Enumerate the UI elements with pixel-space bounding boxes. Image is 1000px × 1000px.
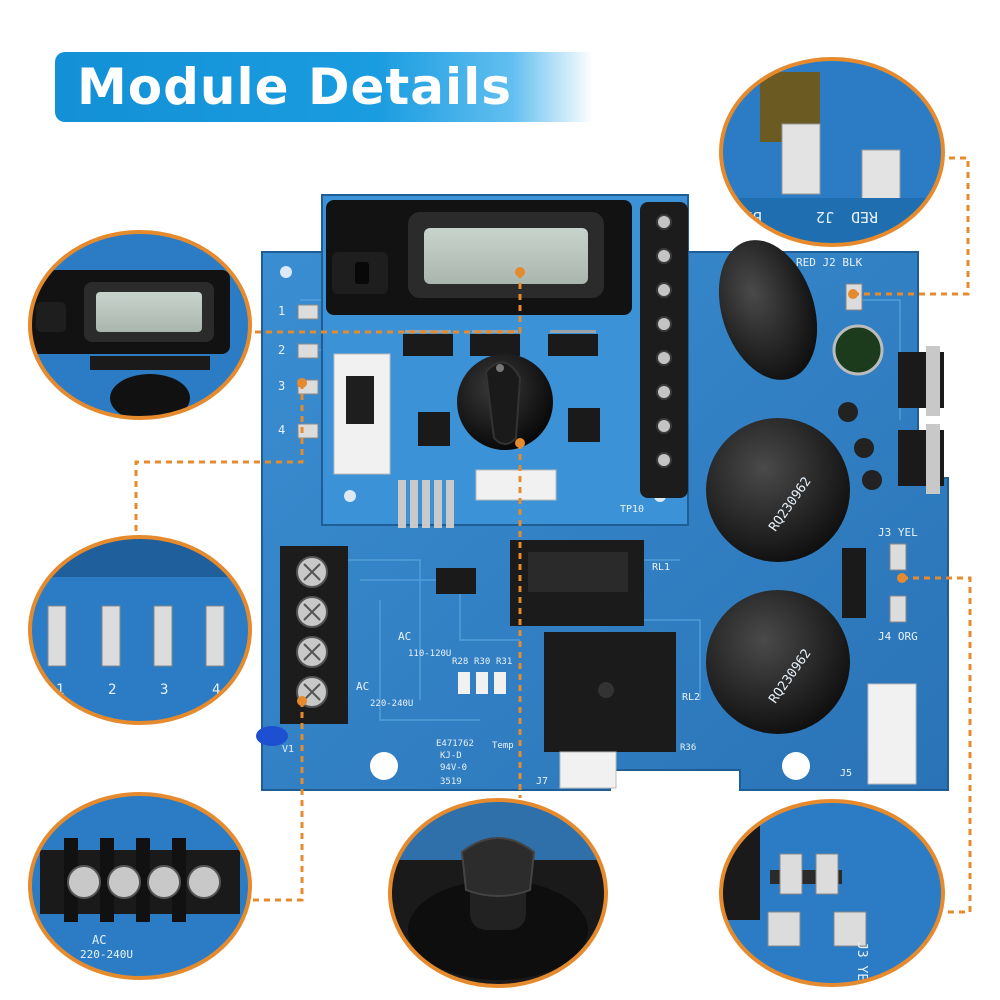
tp10-label: TP10 <box>620 504 644 515</box>
zoom-label: 2 <box>108 682 116 698</box>
mount-hole <box>782 752 810 780</box>
zoom-ac-range-label: 220-240U <box>80 948 133 961</box>
j3-label: J3 YEL <box>878 526 918 539</box>
capacitor-bottom <box>706 590 850 734</box>
zoom-label: 4 <box>212 682 220 698</box>
rl2-label: RL2 <box>682 692 700 703</box>
resistor-label: R28 <box>452 657 468 667</box>
zoom-label: J4 ORG <box>726 942 741 989</box>
temp-label: Temp <box>492 741 514 751</box>
v1-label: V1 <box>282 744 294 755</box>
ac-low-range-label: 110-120U <box>408 649 451 659</box>
terminal-number-label: 4 <box>278 423 285 437</box>
banner-title: Module Details <box>77 58 513 116</box>
cert-text: E471762 <box>436 739 474 749</box>
cert-text: KJ-D <box>440 751 462 761</box>
varistor <box>256 726 288 746</box>
small-capacitor <box>832 324 884 376</box>
r36-label: R36 <box>680 743 696 753</box>
fuse-holder <box>842 548 866 618</box>
zoom-screw-terminals: AC 220-240U <box>28 792 252 980</box>
leader-lines <box>134 156 972 914</box>
voltage-regulators <box>898 346 944 494</box>
lcd-display <box>326 200 632 315</box>
zoom-label: RED <box>851 208 878 226</box>
resistor-label: R31 <box>496 657 512 667</box>
zoom-rotary-knob <box>388 798 608 988</box>
relay-rl2 <box>544 632 676 752</box>
pin-header <box>640 202 688 498</box>
capacitor-top <box>706 418 850 562</box>
cert-text: 3519 <box>440 777 462 787</box>
j2-label: RED J2 BLK <box>796 256 863 269</box>
zoom-label: 3 <box>160 682 168 698</box>
black-oval-component <box>718 240 818 380</box>
j4-terminal <box>889 595 907 623</box>
zoom-spade-terminals: 1 2 3 4 <box>28 535 252 725</box>
rl1-label: RL1 <box>652 562 670 573</box>
zoom-j2-terminals: BLK J2 RED <box>719 57 945 247</box>
rotary-knob <box>457 354 553 450</box>
zoom-ac-label: AC <box>92 933 106 947</box>
terminal-number-label: 2 <box>278 343 285 357</box>
mount-hole <box>370 752 398 780</box>
cert-text: 94V-0 <box>440 763 467 773</box>
small-ic <box>436 568 476 594</box>
terminal-number-label: 1 <box>278 304 285 318</box>
ic-chips <box>403 334 600 446</box>
zoom-j3-j4-terminals: J4 ORG J3 YEL <box>719 799 945 989</box>
j5-label: J5 <box>840 768 852 779</box>
ac-high-label: AC <box>356 680 369 693</box>
main-pcb: TP10 1 2 3 4 <box>256 194 949 791</box>
module-details-banner: Module Details <box>55 52 593 122</box>
zoom-label: J2 <box>816 208 834 226</box>
j7-connector <box>559 751 617 789</box>
j3-terminal <box>889 543 907 571</box>
ac-low-label: AC <box>398 630 411 643</box>
j5-connector <box>867 683 917 785</box>
zoom-label: 1 <box>56 682 64 698</box>
zoom-lcd-display <box>28 230 252 420</box>
j4-label: J4 ORG <box>878 630 918 643</box>
zoom-label: J3 YEL <box>854 942 869 989</box>
white-connector <box>475 469 557 501</box>
j7-label: J7 <box>536 776 548 787</box>
smd-resistors <box>458 672 506 694</box>
ac-high-range-label: 220-240U <box>370 699 413 709</box>
screw-terminal-block <box>280 546 348 724</box>
resistor-label: R30 <box>474 657 490 667</box>
relay-rl1 <box>510 540 644 626</box>
slide-switch <box>333 353 391 475</box>
terminal-number-label: 3 <box>278 379 285 393</box>
